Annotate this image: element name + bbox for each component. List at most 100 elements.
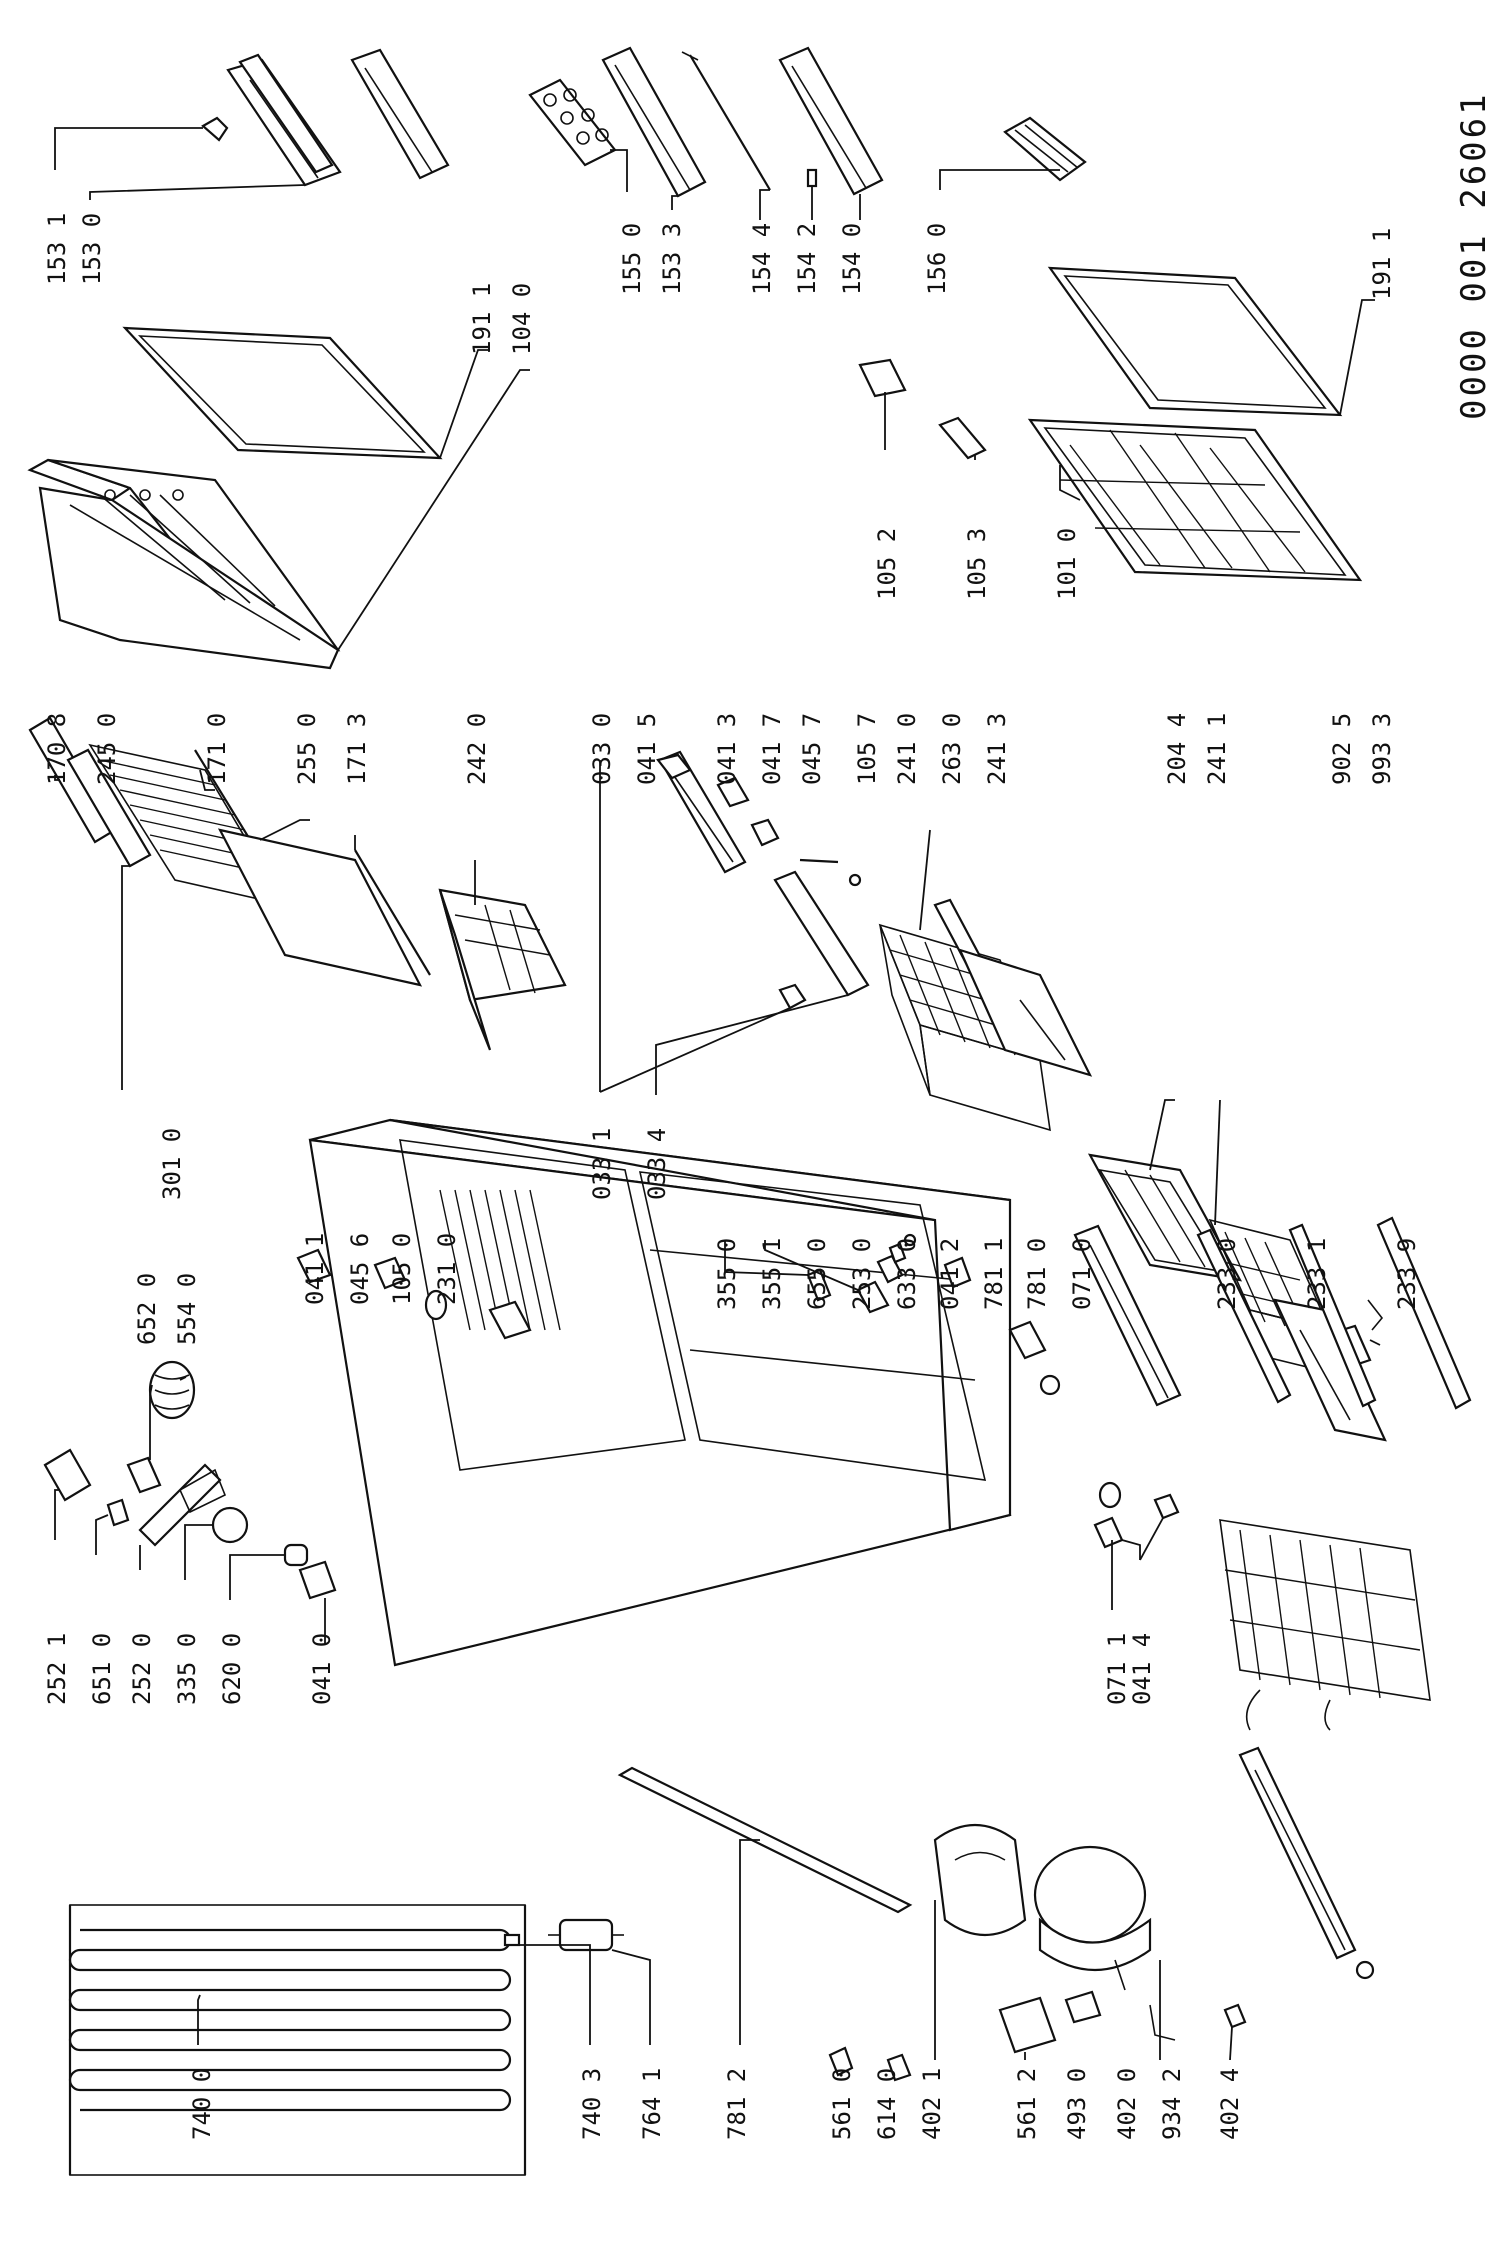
shelf-strip-171-3 bbox=[354, 849, 431, 976]
tube-781-2 bbox=[617, 1766, 913, 1914]
part-label: 620 0 bbox=[218, 1633, 246, 1705]
part-label: 301 0 bbox=[158, 1128, 186, 1200]
clip-153-1 bbox=[201, 116, 229, 142]
part-label: 154 2 bbox=[793, 223, 821, 295]
part-label: 561 2 bbox=[1013, 2068, 1041, 2140]
part-label: 781 1 bbox=[980, 1238, 1008, 1310]
part-label: 252 0 bbox=[128, 1633, 156, 1705]
lamp-620-0 bbox=[283, 1543, 309, 1567]
compressor-tray-402-1 bbox=[933, 1823, 1027, 1937]
part-label: 740 3 bbox=[578, 2068, 606, 2140]
part-label: 153 0 bbox=[78, 213, 106, 285]
ice-tray-156-0 bbox=[1003, 116, 1087, 182]
gasket-191-1-upper bbox=[122, 326, 443, 460]
relay-box-561-2 bbox=[998, 1996, 1057, 2054]
clip-041-4a bbox=[1093, 1516, 1124, 1549]
part-label: 255 0 bbox=[293, 713, 321, 785]
part-label: 041 7 bbox=[758, 713, 786, 785]
rail-033-1 bbox=[773, 870, 870, 997]
lamp-holder-652-0 bbox=[126, 1456, 162, 1494]
part-label: 402 1 bbox=[918, 2068, 946, 2140]
part-label: 191 1 bbox=[468, 283, 496, 355]
part-label: 241 0 bbox=[893, 713, 921, 785]
part-label: 245 0 bbox=[93, 713, 121, 785]
part-label: 045 6 bbox=[346, 1233, 374, 1305]
part-label: 764 1 bbox=[638, 2068, 666, 2140]
rail-233-9 bbox=[1376, 1216, 1472, 1410]
compressor-402-0 bbox=[1033, 1845, 1152, 1991]
part-label: 033 0 bbox=[588, 713, 616, 785]
part-label: 204 4 bbox=[1163, 713, 1191, 785]
part-label: 781 0 bbox=[1023, 1238, 1051, 1310]
wire-rack-lower bbox=[1219, 1519, 1431, 1731]
part-label: 041 5 bbox=[633, 713, 661, 785]
grommet-105-0 bbox=[424, 1289, 448, 1321]
part-label: 252 1 bbox=[43, 1633, 71, 1705]
part-label: 241 3 bbox=[983, 713, 1011, 785]
bar-071-0 bbox=[1073, 1224, 1182, 1407]
door-shelf-153-3 bbox=[601, 46, 707, 198]
part-label: 993 3 bbox=[1368, 713, 1396, 785]
door-shelf-top bbox=[350, 48, 450, 180]
foot-402-4 bbox=[1223, 2003, 1247, 2029]
plate-781-1 bbox=[1008, 1320, 1047, 1360]
part-355-1 bbox=[856, 1280, 890, 1314]
part-label: 934 2 bbox=[1158, 2068, 1186, 2140]
part-label: 740 0 bbox=[188, 2068, 216, 2140]
part-label: 041 2 bbox=[936, 1238, 964, 1310]
part-label: 033 1 bbox=[588, 1128, 616, 1200]
part-label: 902 5 bbox=[1328, 713, 1356, 785]
clip-993-3 bbox=[1367, 1299, 1384, 1331]
knob-781-0 bbox=[1039, 1374, 1061, 1396]
bracket-252-1 bbox=[43, 1448, 92, 1502]
part-label: 355 0 bbox=[713, 1238, 741, 1310]
part-label: 231 0 bbox=[433, 1233, 461, 1305]
clip-041-7 bbox=[750, 818, 780, 847]
part-655-0 bbox=[876, 1254, 904, 1284]
rail-233-1 bbox=[1288, 1223, 1377, 1408]
door-104-0 bbox=[27, 458, 341, 670]
part-label: 153 3 bbox=[658, 223, 686, 295]
part-label: 241 1 bbox=[1203, 713, 1231, 785]
part-label: 041 0 bbox=[308, 1633, 336, 1705]
part-label: 242 0 bbox=[463, 713, 491, 785]
condenser-740-0 bbox=[68, 1904, 527, 2176]
part-label: 104 0 bbox=[508, 283, 536, 355]
clip-041-2 bbox=[943, 1256, 972, 1289]
part-label: 170 8 bbox=[43, 713, 71, 785]
protector-493-0 bbox=[1064, 1990, 1102, 2024]
clip-041-0 bbox=[298, 1560, 337, 1600]
filter-764-1 bbox=[548, 1918, 624, 1952]
part-label: 155 0 bbox=[618, 223, 646, 295]
leader-lines bbox=[54, 127, 1381, 2061]
bracket-045-6 bbox=[373, 1256, 407, 1290]
part-label: 101 0 bbox=[1053, 528, 1081, 600]
hinge-105-2 bbox=[858, 358, 907, 398]
part-253-0 bbox=[888, 1242, 907, 1264]
rod-154-4 bbox=[681, 51, 771, 191]
clip-041-1 bbox=[296, 1248, 332, 1284]
part-label: 171 0 bbox=[203, 713, 231, 785]
part-label: 402 4 bbox=[1216, 2068, 1244, 2140]
part-label: 105 2 bbox=[873, 528, 901, 600]
part-label: 402 0 bbox=[1113, 2068, 1141, 2140]
part-label: 233 0 bbox=[1213, 1238, 1241, 1310]
part-label: 041 4 bbox=[1128, 1633, 1156, 1705]
part-label: 105 0 bbox=[388, 1233, 416, 1305]
part-633-0 bbox=[903, 1233, 917, 1247]
part-label: 171 3 bbox=[343, 713, 371, 785]
part-label: 071 0 bbox=[1068, 1238, 1096, 1310]
cap-071-1 bbox=[1098, 1481, 1122, 1509]
door-shelf-154-0 bbox=[778, 46, 884, 196]
glass-shelf-255-0 bbox=[217, 828, 423, 987]
pin-045-7 bbox=[799, 858, 839, 864]
part-label: 651 0 bbox=[88, 1633, 116, 1705]
drawing-code: 0000 001 26061 bbox=[1454, 91, 1494, 420]
dryer-740-3 bbox=[503, 1933, 521, 1947]
part-label: 652 0 bbox=[133, 1273, 161, 1345]
part-label: 233 9 bbox=[1393, 1238, 1421, 1310]
part-label: 045 7 bbox=[798, 713, 826, 785]
part-label: 633 0 bbox=[893, 1238, 921, 1310]
cabinet-body bbox=[308, 1118, 1012, 1667]
